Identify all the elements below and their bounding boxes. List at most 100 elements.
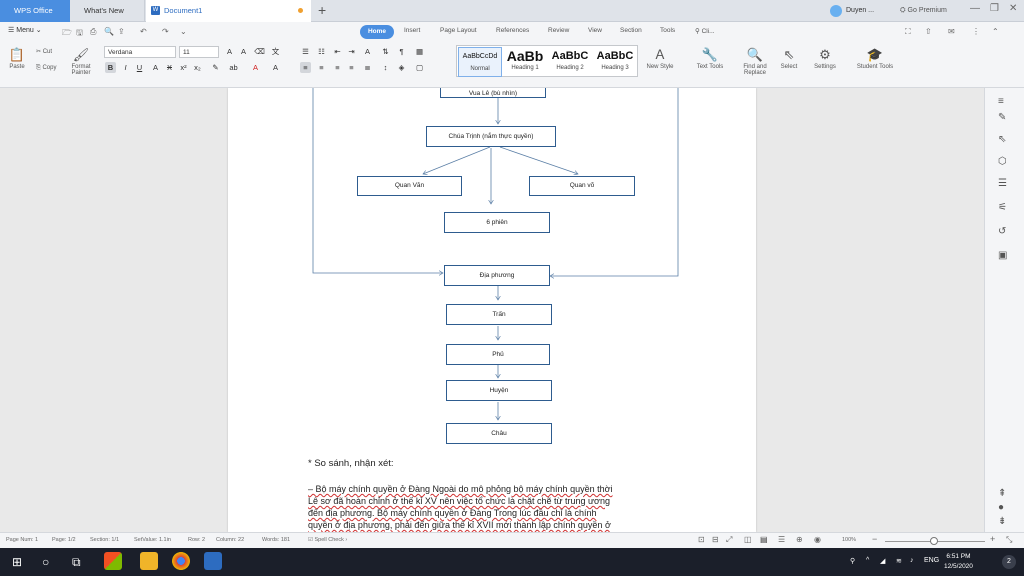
save-icon[interactable]: 🖫: [76, 28, 83, 37]
phonetic-guide-icon[interactable]: 文: [271, 47, 280, 56]
tab-document1[interactable]: W Document1: [146, 0, 311, 22]
strikethrough-button[interactable]: X: [166, 63, 172, 72]
highlight-color-icon[interactable]: ab: [229, 63, 238, 72]
zoom-level[interactable]: 100%: [842, 537, 857, 543]
store-app-icon[interactable]: [104, 552, 122, 570]
style-heading-3[interactable]: AaBbC Heading 3: [596, 50, 634, 71]
reading-layout-icon[interactable]: ◫: [744, 535, 752, 544]
node-6-phien[interactable]: 6 phiên: [444, 212, 550, 233]
language-indicator[interactable]: ENG: [924, 557, 940, 564]
share-icon[interactable]: ⇧: [925, 27, 932, 36]
copy-button[interactable]: ⎘ Copy: [36, 65, 57, 71]
numbering-icon[interactable]: ☷: [318, 47, 325, 56]
collapse-ribbon-icon[interactable]: ⌃: [992, 27, 999, 36]
text-effect-icon[interactable]: A: [152, 63, 158, 72]
shading-icon[interactable]: ◈: [398, 63, 405, 72]
open-icon[interactable]: 🗁: [62, 28, 72, 37]
page-up-icon[interactable]: ⇞: [998, 488, 1007, 499]
more-icon[interactable]: ⋮: [972, 27, 980, 36]
char-shading-icon[interactable]: A: [272, 63, 278, 72]
underline-button[interactable]: U: [136, 63, 143, 72]
list-icon[interactable]: ☰: [998, 178, 1007, 189]
shrink-font-icon[interactable]: A: [240, 47, 246, 56]
comment-icon[interactable]: ✉: [948, 27, 955, 36]
show-marks-icon[interactable]: ¶: [399, 47, 404, 56]
status-setvalue[interactable]: SetValue: 1.1in: [134, 537, 171, 543]
chrome-icon[interactable]: [172, 552, 190, 570]
status-page[interactable]: Page: 1/2: [52, 537, 76, 543]
tab-references[interactable]: References: [496, 27, 530, 34]
eye-protect-icon[interactable]: ◉: [814, 535, 821, 544]
print-layout-icon[interactable]: ▤: [760, 535, 768, 544]
sort-icon[interactable]: ⇅: [382, 47, 389, 56]
redo-icon[interactable]: ↷: [162, 27, 169, 36]
wifi-icon[interactable]: ≋: [896, 558, 902, 565]
page-down-icon[interactable]: ⇟: [998, 516, 1007, 527]
status-page-num[interactable]: Page Num: 1: [6, 537, 39, 543]
line-spacing-icon[interactable]: ↕: [383, 63, 388, 72]
node-dia-phuong[interactable]: Địa phương: [444, 265, 550, 286]
paste-button[interactable]: 📋 Paste: [6, 46, 28, 70]
tab-whats-new[interactable]: What's New: [70, 0, 145, 22]
settings-button[interactable]: ⚙ Settings: [810, 46, 840, 70]
document-page[interactable]: Vua Lê (bù nhìn) Chúa Trịnh (nắm thực qu…: [228, 88, 756, 532]
zoom-out-button[interactable]: −: [872, 534, 878, 544]
status-column[interactable]: Column: 22: [216, 537, 245, 543]
superscript-icon[interactable]: x²: [180, 63, 187, 72]
maximize-button[interactable]: ❐: [990, 3, 999, 14]
node-quan-vo[interactable]: Quan võ: [529, 176, 635, 196]
font-name-select[interactable]: Verdana: [104, 46, 176, 58]
zoom-in-button[interactable]: +: [990, 534, 996, 544]
student-tools-button[interactable]: 🎓 Student Tools: [850, 46, 900, 70]
bold-button[interactable]: B: [105, 62, 116, 73]
text-highlight-icon[interactable]: ✎: [212, 63, 219, 72]
zoom-slider-handle[interactable]: [930, 537, 938, 545]
pointer-icon[interactable]: ⇖: [998, 134, 1007, 145]
align-right-button[interactable]: ≡: [335, 63, 340, 72]
node-vua-le[interactable]: Vua Lê (bù nhìn): [440, 88, 546, 98]
wps-writer-icon[interactable]: [204, 552, 222, 570]
status-row[interactable]: Row: 2: [188, 537, 206, 543]
fit-page-icon[interactable]: ⤡: [1006, 535, 1013, 544]
comparison-paragraph[interactable]: – Bộ máy chính quyền ở Đàng Ngoài do mô …: [308, 483, 680, 531]
align-left-button[interactable]: ≡: [300, 62, 311, 73]
web-layout-icon[interactable]: ☰: [778, 535, 786, 544]
status-section[interactable]: Section: 1/1: [90, 537, 120, 543]
tab-tools[interactable]: Tools: [660, 27, 676, 34]
adjust-icon[interactable]: ⚟: [998, 202, 1007, 213]
new-style-button[interactable]: Ａ New Style: [642, 46, 678, 70]
minimize-button[interactable]: —: [970, 3, 980, 14]
shape-icon[interactable]: ⬡: [998, 156, 1007, 167]
system-clock[interactable]: 6:51 PM 12/5/2020: [944, 553, 973, 570]
borders-icon[interactable]: ▢: [415, 63, 424, 72]
people-icon[interactable]: ⚲: [850, 558, 856, 565]
tab-section[interactable]: Section: [620, 27, 642, 34]
fullscreen-icon[interactable]: ⤢: [726, 535, 733, 544]
node-quan-van[interactable]: Quan Văn: [357, 176, 462, 196]
comparison-heading[interactable]: * So sánh, nhận xét:: [308, 458, 394, 469]
find-replace-button[interactable]: 🔍 Find and Replace: [738, 46, 772, 76]
tab-review[interactable]: Review: [548, 27, 570, 34]
tab-page-layout[interactable]: Page Layout: [440, 27, 477, 34]
decrease-indent-icon[interactable]: ⇤: [334, 47, 341, 56]
font-size-select[interactable]: 11: [179, 46, 219, 58]
select-button[interactable]: ⇖ Select: [776, 46, 802, 70]
new-tab-button[interactable]: +: [318, 2, 327, 18]
increase-indent-icon[interactable]: ⇥: [348, 47, 355, 56]
edit-icon[interactable]: ✎: [998, 112, 1007, 123]
task-view-icon[interactable]: ⧉: [72, 555, 81, 569]
style-heading-1[interactable]: AaBb Heading 1: [506, 48, 544, 71]
print-preview-icon[interactable]: 🔍: [104, 27, 114, 36]
user-account-button[interactable]: Duyen ...: [830, 4, 874, 18]
tab-home[interactable]: Home: [360, 25, 394, 39]
spell-check-button[interactable]: ☑ Spell Check ›: [308, 537, 348, 543]
bullets-icon[interactable]: ☰: [302, 47, 309, 56]
notification-badge[interactable]: 2: [1002, 555, 1016, 569]
close-button[interactable]: ✕: [1009, 3, 1018, 14]
volume-icon[interactable]: ♪: [910, 557, 914, 564]
tray-chevron-icon[interactable]: ^: [866, 557, 870, 564]
print-icon[interactable]: ⎙: [90, 27, 97, 36]
export-pdf-icon[interactable]: ⇪: [118, 27, 125, 36]
undo-icon[interactable]: ↶: [140, 27, 147, 36]
network-icon[interactable]: ◢: [880, 558, 886, 565]
